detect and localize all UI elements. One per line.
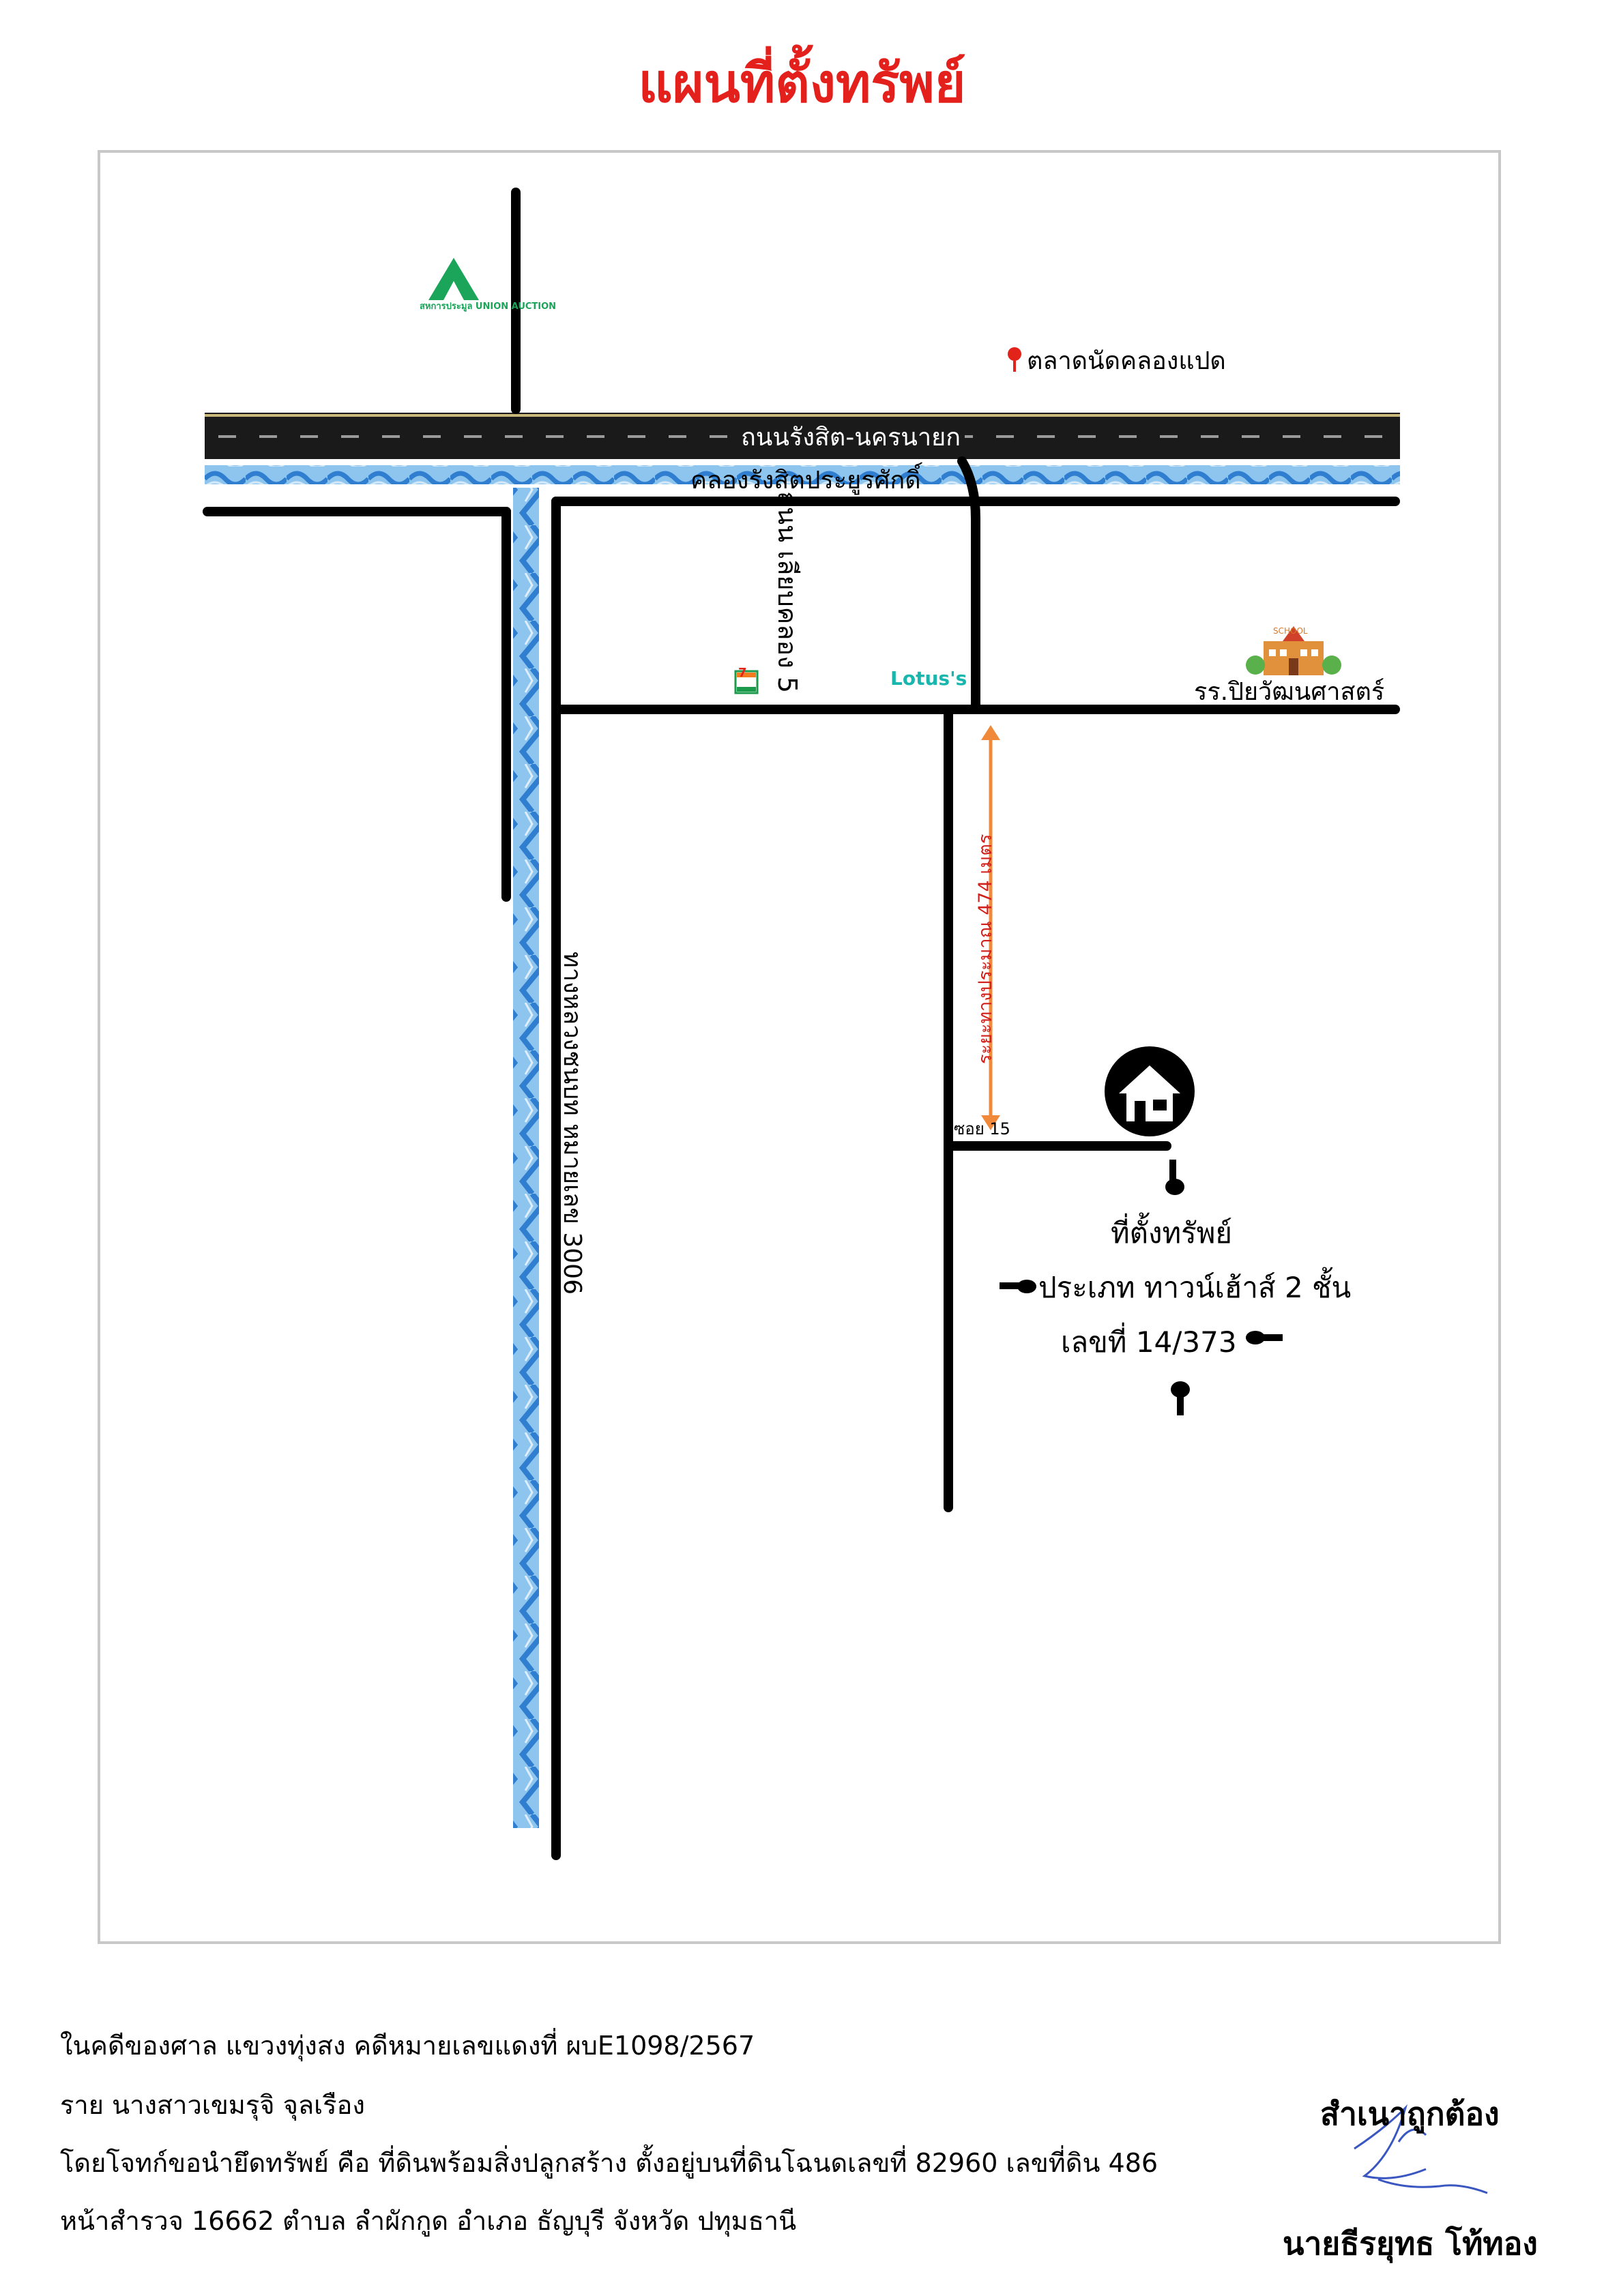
school-sign-label: SCHOOL <box>1273 626 1308 636</box>
property-number: เลขที่ 14/373 <box>1061 1325 1237 1359</box>
signature <box>1354 2104 1488 2194</box>
property-type: ประเภท ทาวน์เฮ้าส์ 2 ชั้น <box>1038 1271 1352 1304</box>
highway-label: ทางหลวงชนบท หมายเลข 3006 <box>558 952 586 1295</box>
distance-label: ระยะทางประมาณ 474 เมตร <box>975 834 996 1064</box>
hand-marker-right-icon <box>1000 1280 1036 1293</box>
seven-eleven-logo <box>734 670 759 694</box>
distance-arrow <box>981 725 1000 1130</box>
hand-marker-down-icon <box>1165 1160 1184 1195</box>
house-icon <box>1105 1046 1195 1136</box>
property-title: ที่ตั้งทรัพย์ <box>1111 1216 1233 1250</box>
footer-line-3: โดยโจทก์ขอนำยึดทรัพย์ คือ ที่ดินพร้อมสิ่… <box>60 2148 1158 2178</box>
footer-line-4: หน้าสำรวจ 16662 ตำบล ลำผักกูด อำเภอ ธัญบ… <box>60 2206 797 2236</box>
side-road-label: ถนน เลียบคลอง 5 <box>772 491 802 694</box>
hand-marker-left-icon <box>1246 1331 1283 1344</box>
school-label: รร.ปิยวัฒนศาสตร์ <box>1194 678 1385 706</box>
certification-name: นายธีรยุทธ โท้ทอง <box>1283 2225 1538 2262</box>
union-auction-label: สหการประมูล UNION AUCTION <box>420 301 557 312</box>
certification-heading: สำเนาถูกต้อง <box>1320 2095 1500 2132</box>
canal-horizontal <box>205 465 1400 484</box>
lotus-label: Lotus's <box>890 667 967 690</box>
market-label: ตลาดนัดคลองแปด <box>1027 347 1226 375</box>
soi-label: ซอย 15 <box>954 1119 1010 1138</box>
main-road-label: ถนนรังสิต-นครนายก <box>737 417 965 456</box>
page-title: แผนที่ตั้งทรัพย์ <box>638 53 966 115</box>
footer-line-2: ราย นางสาวเขมรุจิ จุลเรือง <box>60 2090 365 2120</box>
footer-line-1: ในคดีของศาล แขวงทุ่งสง คดีหมายเลขแดงที่ … <box>60 2031 755 2061</box>
location-pin-icon <box>1008 347 1021 372</box>
school-icon <box>1246 626 1341 675</box>
hand-marker-up-icon <box>1171 1381 1190 1415</box>
canal-vertical <box>513 488 539 1828</box>
road-connector <box>957 456 980 711</box>
seven-eleven-label: 7 <box>738 666 747 680</box>
union-auction-logo <box>428 258 479 300</box>
canal-label: คลองรังสิตประยูรศักดิ์ <box>690 467 921 495</box>
